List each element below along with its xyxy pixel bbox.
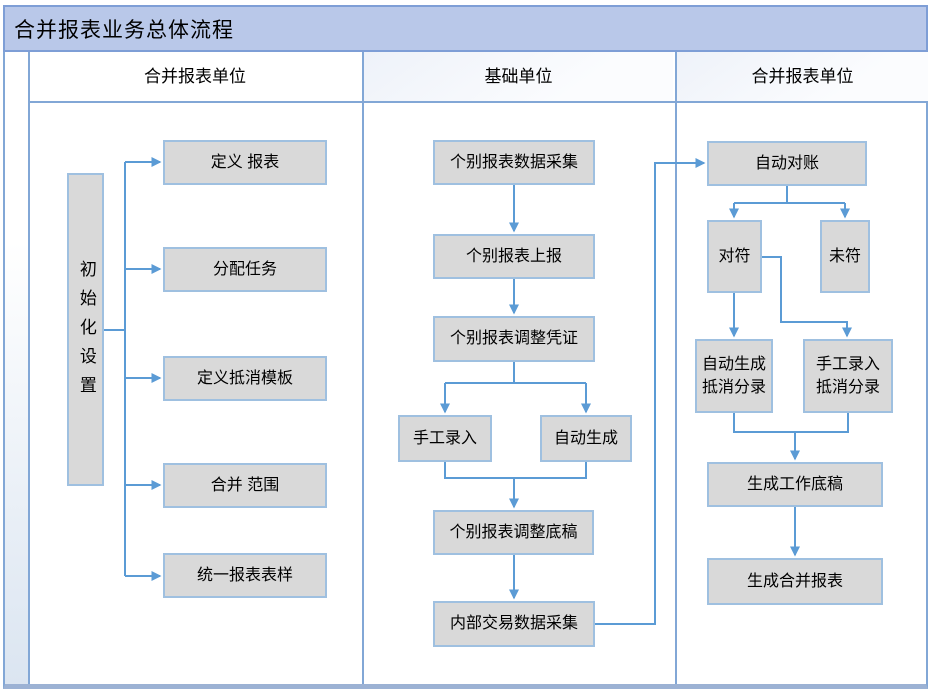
node-adjustment-voucher: 个别报表调整凭证 (433, 316, 595, 362)
node-individual-report-submit: 个别报表上报 (433, 234, 595, 279)
node-unified-report-style: 统一报表表样 (163, 553, 327, 598)
node-initial-setup: 初始化设置 (67, 173, 104, 486)
diagram-title: 合并报表业务总体流程 (14, 18, 234, 42)
lane-header-consolidating-unit-left: 合并报表单位 (144, 67, 246, 86)
node-individual-data-collection: 个别报表数据采集 (433, 140, 595, 185)
node-adjustment-working-draft: 个别报表调整底稿 (433, 510, 594, 555)
node-define-report: 定义 报表 (163, 140, 327, 185)
node-define-offset-template: 定义抵消模板 (163, 356, 327, 401)
lane-divider-middle-right (675, 52, 677, 684)
lane-header-underline (28, 101, 928, 103)
node-matched: 对符 (707, 220, 762, 293)
node-auto-offset-entries: 自动生成 抵消分录 (695, 339, 773, 413)
node-auto-generate: 自动生成 (540, 415, 632, 462)
lane-header-base-unit: 基础单位 (364, 52, 673, 101)
node-internal-transaction-collection: 内部交易数据采集 (433, 601, 595, 647)
node-assign-task: 分配任务 (163, 247, 327, 292)
node-manual-offset-entries: 手工录入 抵消分录 (803, 339, 893, 413)
lane-divider-left-middle (362, 52, 364, 684)
node-generate-working-paper: 生成工作底稿 (707, 462, 883, 507)
node-generate-consolidated-report: 生成合并报表 (707, 558, 883, 605)
diagram-title-band: 合并报表业务总体流程 (3, 5, 928, 52)
node-auto-reconciliation: 自动对账 (707, 141, 867, 186)
lane-divider-strip (28, 52, 30, 684)
node-manual-entry: 手工录入 (398, 415, 492, 462)
lane-header-consolidating-unit-right: 合并报表单位 (677, 52, 928, 101)
node-consolidation-scope: 合并 范围 (163, 463, 327, 508)
node-unmatched: 未符 (820, 220, 870, 293)
phase-strip (5, 52, 28, 684)
